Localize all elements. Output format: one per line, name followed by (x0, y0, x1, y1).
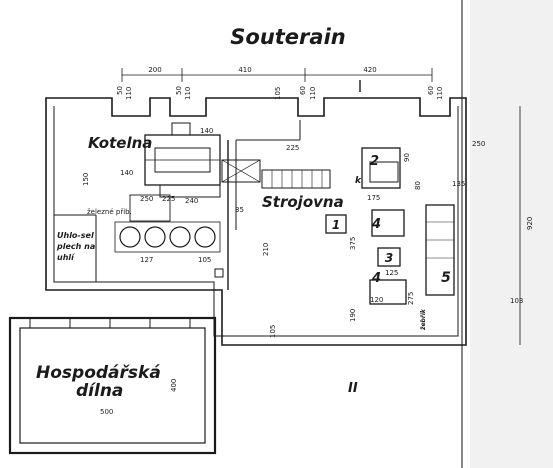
dim: 140 (120, 169, 133, 177)
label-zelezne-prib: železné přib. (87, 208, 132, 216)
dim: 250 (472, 140, 485, 148)
machine-4b: 4 (369, 271, 407, 305)
right-dimensions: 250 135 920 103 (452, 106, 534, 345)
col-dim: 110 (184, 87, 192, 100)
machine-number: 1 (332, 218, 340, 232)
col-dim: 60 (427, 86, 435, 95)
machine-2: 2 (361, 147, 401, 189)
dim-410: 410 (238, 66, 251, 74)
dim: 105 (198, 256, 211, 264)
label-zebrik: žebřík (420, 308, 427, 331)
machine-4a: 4 (371, 209, 405, 237)
tank-group: 250 225 35 127 105 (114, 194, 244, 264)
dim: 127 (140, 256, 153, 264)
duct-block (221, 159, 261, 183)
machine-number: 5 (441, 270, 451, 286)
coal-bin-label: Uhlo-sel plech na uhlí (56, 231, 95, 262)
top-dimension-line: 200 410 420 (121, 66, 433, 82)
machine-number: 4 (371, 217, 381, 232)
col-dim: 50 (175, 86, 183, 95)
room-label-strojovna: Strojovna (262, 193, 344, 211)
dim: 120 (370, 296, 383, 304)
dim: 135 (452, 180, 465, 188)
strojovna-dimensions: 210 175 375 190 105 90 80 125 120 275 (262, 153, 422, 338)
drawing-title: Souterain (230, 25, 345, 49)
dim-500: 500 (100, 408, 113, 416)
room-label-dilna: dílna (76, 381, 123, 401)
section-marker: II (348, 381, 358, 396)
corner-marker (214, 268, 224, 278)
machine-1: 1 (325, 214, 347, 234)
col-dim: 110 (125, 87, 133, 100)
dim: 175 (367, 194, 380, 202)
dim: 210 (262, 243, 270, 256)
col-dim: 50 (116, 86, 124, 95)
col-dim: 60 (299, 86, 307, 95)
dim: 920 (526, 217, 534, 230)
column-dimensions: 50 110 50 110 105 60 110 60 110 (116, 86, 444, 100)
stairs: 225 (261, 144, 331, 189)
label-uhlo-sel: Uhlo-sel (57, 231, 94, 240)
col-dim: 110 (436, 87, 444, 100)
dim: 103 (510, 297, 523, 305)
dim: 375 (349, 237, 357, 250)
mark-k: k (355, 176, 362, 186)
dim-420: 420 (363, 66, 376, 74)
dim: 150 (82, 173, 90, 186)
scan-noise-band (470, 0, 553, 468)
dim: 225 (286, 144, 299, 152)
building-outline (45, 97, 467, 346)
label-plech-na: plech na (56, 242, 95, 251)
dim: 275 (407, 292, 415, 305)
col-dim: 105 (274, 87, 282, 100)
machine-number: 2 (370, 154, 379, 169)
dim: 190 (349, 309, 357, 322)
dim: 240 (185, 197, 198, 205)
room-label-hospodarska: Hospodářská (36, 363, 161, 383)
room-label-kotelna: Kotelna (88, 134, 152, 152)
dim: 250 (140, 195, 153, 203)
machine-number: 3 (385, 251, 393, 265)
label-uhli: uhlí (57, 253, 75, 262)
boiler-unit: 140 140 240 (120, 122, 221, 205)
dim: 140 (200, 127, 213, 135)
dim: 105 (269, 325, 277, 338)
machine-5: 5 (425, 204, 455, 296)
dim: 90 (403, 153, 411, 162)
workshop-block: Hospodářská dílna 500 400 (8, 316, 217, 455)
col-dim: 110 (309, 87, 317, 100)
dim: 35 (235, 206, 244, 214)
machine-3: 3 (377, 247, 401, 267)
dim: 125 (385, 269, 398, 277)
dim: 80 (414, 181, 422, 190)
dim-200: 200 (148, 66, 161, 74)
machine-number: 4 (371, 271, 381, 286)
dim-400: 400 (170, 379, 178, 392)
dim: 225 (162, 195, 175, 203)
